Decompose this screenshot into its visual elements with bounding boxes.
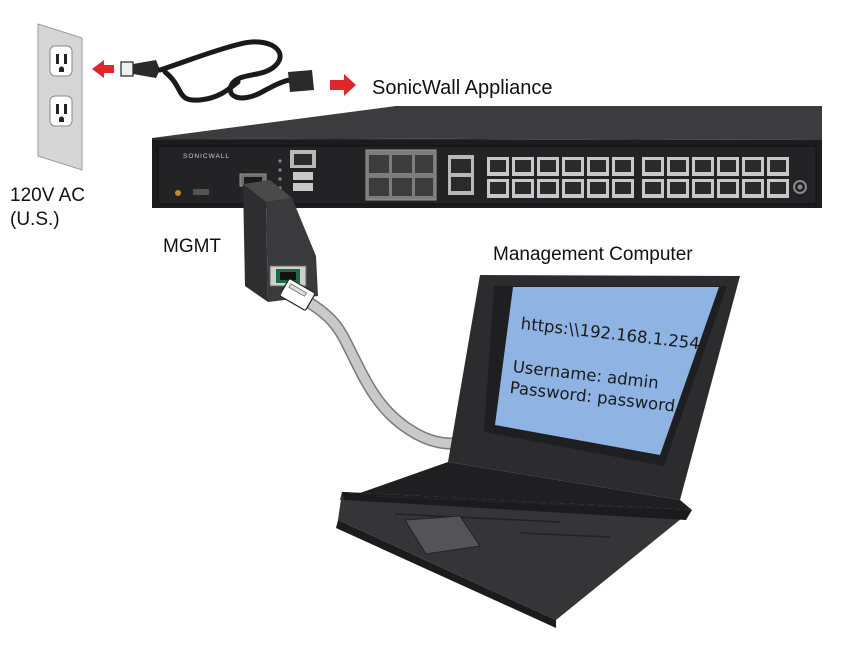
power-region: (U.S.) (10, 209, 60, 230)
power-label: 120V AC (U.S.) (10, 184, 85, 232)
arrow-to-outlet-icon (92, 60, 114, 78)
appliance-brand-logo: SONICWALL (183, 153, 230, 160)
ethernet-port-socket (490, 160, 506, 172)
sonicwall-appliance: SONICWALL (152, 106, 822, 208)
laptop-screen (495, 287, 719, 455)
ethernet-port-socket (615, 160, 631, 172)
ethernet-port-socket (590, 160, 606, 172)
ethernet-port-socket (590, 182, 606, 194)
ethernet-cable (279, 278, 468, 450)
ethernet-port-socket (745, 160, 761, 172)
ethernet-port-socket (565, 160, 581, 172)
ethernet-port-socket (515, 182, 531, 194)
mgmt-port-label: MGMT (163, 236, 222, 257)
ethernet-port-socket (670, 182, 686, 194)
computer-label: Management Computer (493, 244, 693, 265)
ethernet-port-socket (515, 160, 531, 172)
ethernet-port-bank-1 (487, 157, 634, 198)
ethernet-port-socket (645, 182, 661, 194)
power-voltage: 120V AC (10, 185, 85, 206)
mgmt-cable-connector (243, 180, 318, 302)
management-laptop (336, 275, 740, 628)
ethernet-port-socket (540, 182, 556, 194)
ethernet-port-socket (540, 160, 556, 172)
wall-outlet-icon (37, 23, 83, 171)
ethernet-port-socket (615, 182, 631, 194)
ethernet-port-socket (770, 182, 786, 194)
ethernet-port-socket (565, 182, 581, 194)
ethernet-port-socket (490, 182, 506, 194)
ethernet-port-socket (720, 182, 736, 194)
ethernet-port-socket (720, 160, 736, 172)
ethernet-port-bank-2 (642, 157, 789, 198)
ethernet-port-socket (670, 160, 686, 172)
ethernet-port-socket (695, 182, 711, 194)
ethernet-port-socket (745, 182, 761, 194)
ethernet-port-socket (770, 160, 786, 172)
power-cord-icon (120, 39, 314, 103)
ethernet-port-socket (695, 160, 711, 172)
ethernet-port-socket (645, 160, 661, 172)
arrow-to-appliance-icon (330, 74, 356, 96)
appliance-label: SonicWall Appliance (372, 77, 553, 99)
laptop-trackpad (404, 515, 481, 555)
